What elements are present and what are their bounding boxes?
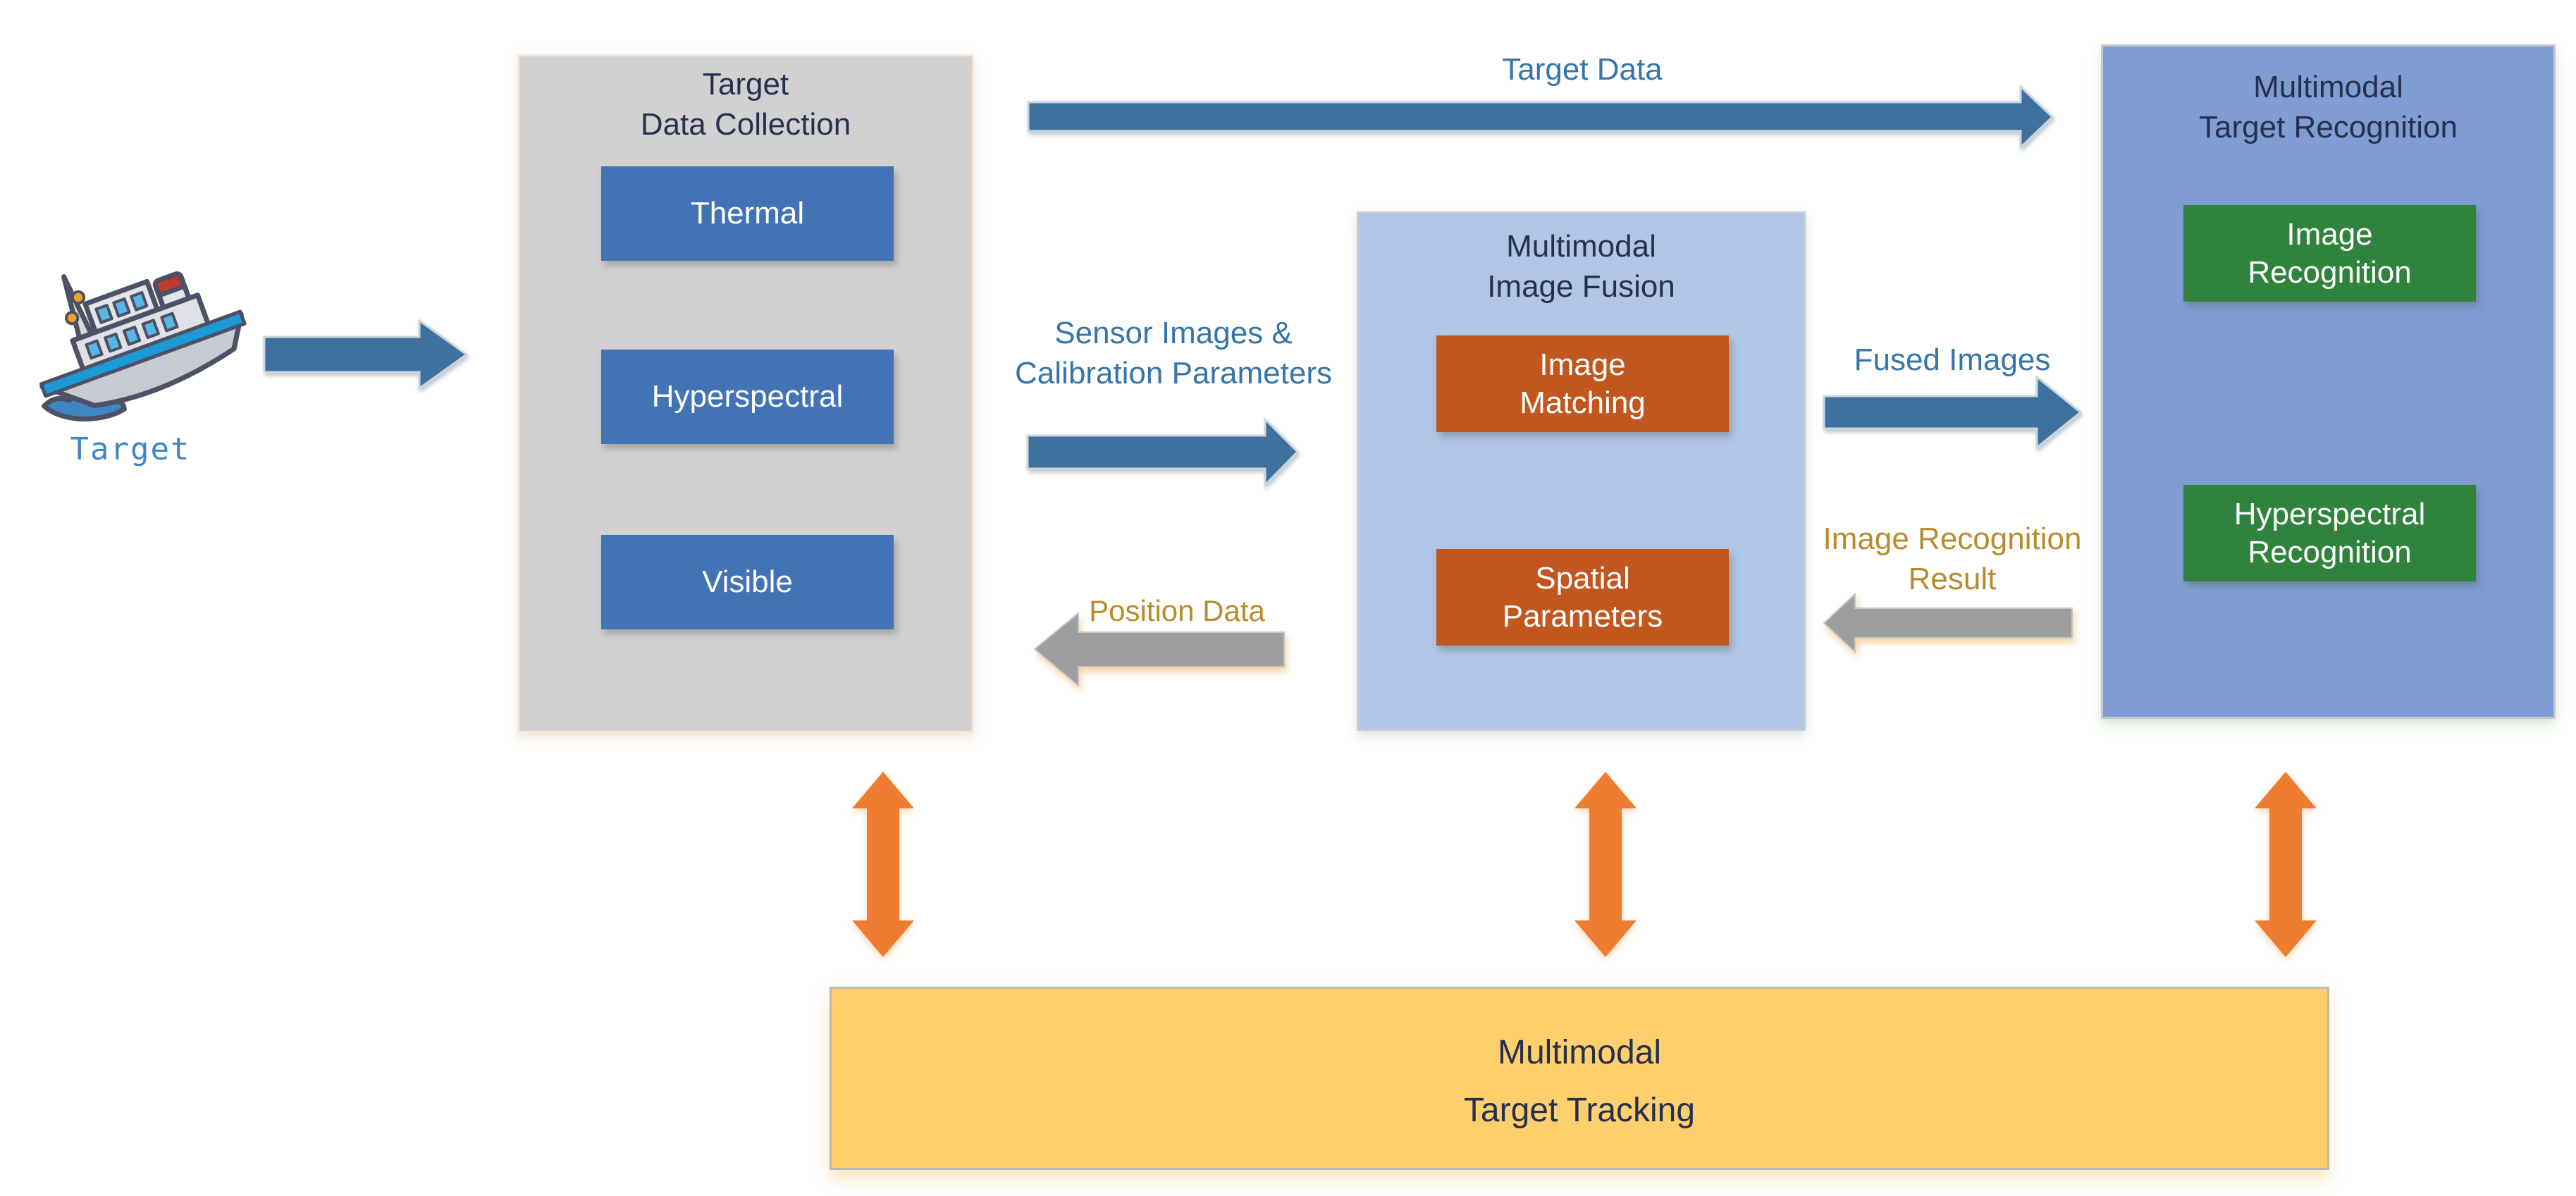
ship-to-collection-arrow [263,319,469,390]
collection-tracking-arrow [852,772,914,957]
target-data-collection-panel: Target Data Collection Thermal Hyperspec… [517,54,974,733]
ship-target-label: Target [70,431,191,467]
recognition-result-arrow [1823,592,2073,654]
target-data-arrow [1027,84,2054,150]
multimodal-image-fusion-panel: Multimodal Image Fusion Image Matching S… [1357,211,1806,731]
multimodal-target-recognition-panel: Multimodal Target Recognition Image Reco… [2101,44,2556,719]
fusion-panel-title: Multimodal Image Fusion [1487,229,1675,304]
hyperspectral-recognition-box: Hyperspectral Recognition [2183,485,2476,581]
collection-panel-title: Target Data Collection [640,67,851,142]
tracking-panel-title: Multimodal Target Tracking [1463,1034,1696,1129]
recognition-result-label: Image Recognition Result [1823,522,2082,596]
visible-box: Visible [601,535,894,629]
target-data-label: Target Data [1502,52,1663,87]
recognition-tracking-arrow [2255,772,2317,957]
sensor-images-label: Sensor Images & Calibration Parameters [1015,316,1332,390]
fused-images-arrow [1823,374,2083,450]
sensor-images-arrow [1026,417,1300,488]
position-data-label: Position Data [1089,594,1265,627]
recognition-panel-title: Multimodal Target Recognition [2199,70,2458,144]
thermal-box: Thermal [601,166,894,261]
multimodal-target-tracking-panel: Multimodal Target Tracking [830,987,2329,1170]
ship-icon [39,271,247,422]
fused-images-label: Fused Images [1854,343,2051,377]
image-recognition-box: Image Recognition [2183,205,2476,302]
hyperspectral-box: Hyperspectral [601,350,894,444]
image-matching-box: Image Matching [1436,335,1729,432]
fusion-tracking-arrow [1574,772,1637,957]
spatial-parameters-box: Spatial Parameters [1436,549,1729,646]
